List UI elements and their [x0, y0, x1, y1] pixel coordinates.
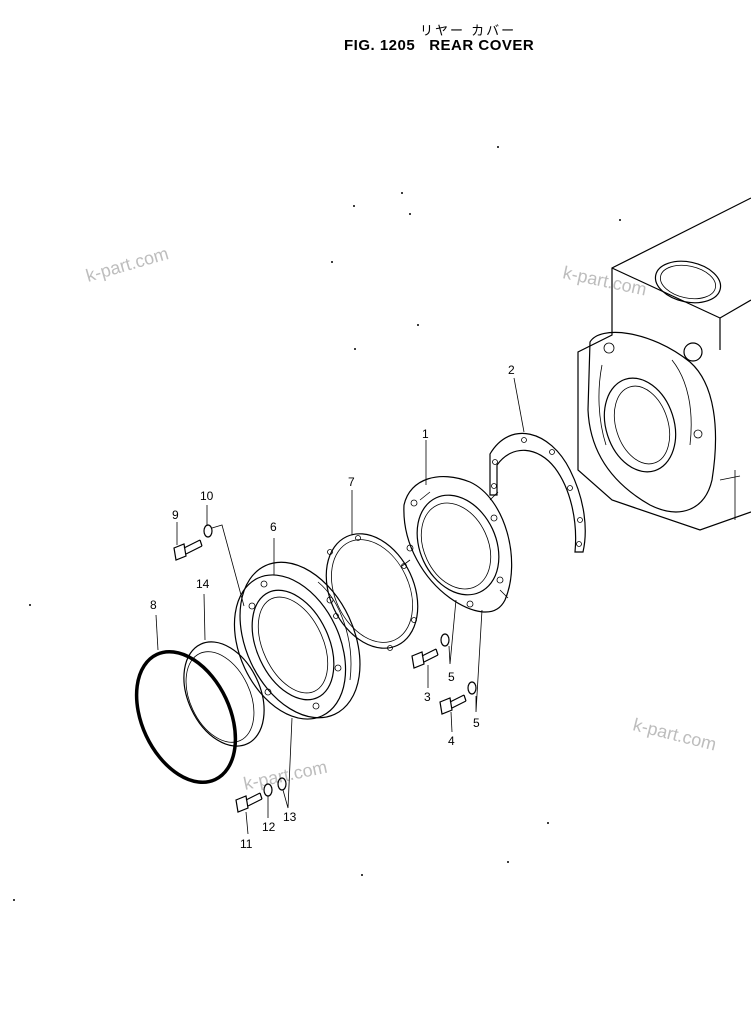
- leader-lines: [155, 377, 525, 835]
- callout-3: 3: [424, 690, 431, 704]
- callout-8: 8: [150, 598, 157, 612]
- washer-part-5: [467, 681, 477, 695]
- figure-number: FIG. 1205: [344, 37, 416, 54]
- callout-4: 4: [448, 734, 455, 748]
- callout-5: 5: [448, 670, 455, 684]
- callout-2: 2: [508, 363, 515, 377]
- callout-5: 5: [473, 716, 480, 730]
- callout-14: 14: [196, 577, 210, 591]
- bolt-part-11: [235, 792, 263, 813]
- callout-1: 1: [422, 427, 429, 441]
- oil-seal-part-14: [183, 641, 265, 747]
- watermark: k-part.com: [631, 714, 718, 754]
- engine-block: [577, 197, 751, 531]
- bolt-part-3: [411, 648, 439, 669]
- callout-6: 6: [270, 520, 277, 534]
- watermark: k-part.com: [84, 243, 171, 286]
- washer-part-5: [440, 633, 450, 647]
- callout-12: 12: [262, 820, 276, 834]
- callout-7: 7: [348, 475, 355, 489]
- bolt-part-4: [439, 694, 467, 715]
- housing-part-1: [401, 475, 513, 613]
- watermark: k-part.com: [561, 262, 648, 299]
- callout-9: 9: [172, 508, 179, 522]
- figure-name: REAR COVER: [429, 37, 535, 54]
- cover-part-6: [233, 561, 361, 720]
- gasket-part-2: [489, 432, 586, 553]
- figure-title: FIG. 1205 REAR COVER: [344, 37, 534, 54]
- scan-specks: [13, 146, 621, 901]
- title-japanese: リヤー カバー: [420, 24, 517, 39]
- washer-part-10: [203, 524, 213, 538]
- bolt-part-9: [173, 539, 203, 561]
- callout-13: 13: [283, 810, 297, 824]
- gasket-part-7: [325, 533, 419, 651]
- callout-11: 11: [240, 837, 253, 851]
- washer-part-13: [277, 777, 287, 791]
- callout-10: 10: [200, 489, 214, 503]
- o-ring-part-8: [134, 650, 238, 784]
